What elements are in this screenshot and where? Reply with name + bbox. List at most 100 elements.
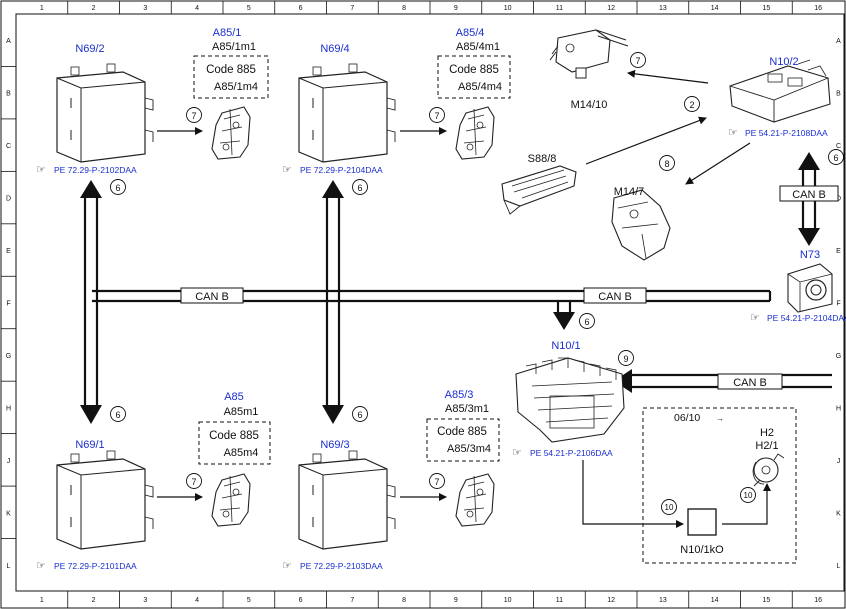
grid-column-label-bottom: 9: [454, 597, 458, 604]
grid-column-label-top: 16: [814, 5, 822, 12]
svg-text:10: 10: [665, 503, 674, 512]
grid-row-label-left: B: [6, 91, 11, 98]
marker-6: 6: [110, 406, 126, 422]
ref-text: PE 72.29-P-2102DAA: [54, 165, 137, 175]
marker-10: 10: [740, 487, 756, 503]
can-b-text: CAN B: [792, 189, 826, 201]
marker-7: 7: [186, 107, 202, 123]
label-m14-10: M14/10: [571, 99, 608, 111]
svg-text:2: 2: [689, 100, 694, 110]
svg-text:6: 6: [115, 410, 120, 420]
grid-row-label-left: K: [6, 510, 11, 517]
grid-row-label-left: J: [7, 458, 11, 465]
marker-7: 7: [429, 473, 445, 489]
svg-text:6: 6: [584, 317, 589, 327]
label-a85-4m1: A85/4m1: [456, 41, 500, 53]
label-a85: A85: [224, 391, 244, 403]
label-n10-2: N10/2: [769, 56, 798, 68]
code-box-a85-1: [193, 55, 269, 99]
control-unit-n69-1: [56, 450, 154, 550]
label-code-885: Code 885: [449, 64, 499, 76]
marker-7: 7: [630, 52, 646, 68]
svg-text:7: 7: [191, 111, 196, 121]
grid-column-label-top: 14: [711, 5, 719, 12]
grid-row-label-right: F: [836, 301, 840, 308]
ref-text: PE 72.29-P-2104DAA: [300, 165, 383, 175]
door-lock-a85-4: [455, 106, 495, 160]
grid-row-label-right: J: [837, 458, 841, 465]
label-a85-1: A85/1: [213, 27, 242, 39]
grid-column-label-top: 7: [350, 5, 354, 12]
hand-pointer-icon: ☞: [282, 560, 292, 572]
hand-pointer-icon: ☞: [728, 127, 738, 139]
ref-text: PE 54.21-P-2108DAA: [745, 128, 828, 138]
hand-pointer-icon: ☞: [282, 164, 292, 176]
label-n69-4: N69/4: [320, 43, 349, 55]
horn-h2: [752, 453, 785, 487]
actuator-m14-10: [549, 29, 629, 79]
ref-link-n73[interactable]: ☞ PE 54.21-P-2104DAA: [750, 312, 846, 324]
marker-8: 8: [659, 155, 675, 171]
ref-text: PE 54.21-P-2106DAA: [530, 448, 613, 458]
control-unit-n69-4: [298, 63, 396, 163]
grid-column-label-top: 2: [92, 5, 96, 12]
svg-text:10: 10: [744, 491, 753, 500]
grid-column-label-top: 10: [504, 5, 512, 12]
arrow-up-n10-2: [798, 152, 820, 170]
arrow-down-n69-3: [322, 405, 344, 424]
ref-link-n69-4[interactable]: ☞ PE 72.29-P-2104DAA: [282, 164, 383, 176]
grid-row-label-right: H: [836, 405, 841, 412]
reference-links: ☞ PE 72.29-P-2102DAA ☞ PE 72.29-P-2104DA…: [36, 127, 846, 572]
grid-column-label-top: 3: [143, 5, 147, 12]
control-unit-n69-3: [298, 450, 396, 550]
ref-link-n69-2[interactable]: ☞ PE 72.29-P-2102DAA: [36, 164, 137, 176]
grid-column-label-top: 12: [607, 5, 615, 12]
marker-6: 6: [352, 406, 368, 422]
ref-link-n10-1[interactable]: ☞ PE 54.21-P-2106DAA: [512, 447, 613, 459]
arrow-up-n69-2: [80, 180, 102, 198]
arrow-glyph: →: [716, 414, 724, 423]
actuator-m14-7: [611, 189, 671, 261]
grid-row-label-left: D: [6, 196, 11, 203]
ref-text: PE 72.29-P-2101DAA: [54, 561, 137, 571]
grid-column-label-bottom: 4: [195, 597, 199, 604]
label-s88-8: S88/8: [528, 153, 557, 165]
hand-pointer-icon: ☞: [512, 447, 522, 459]
labels: N69/2 N69/4 N69/1 N69/3 A85/1 A85/1m1 Co…: [75, 27, 820, 556]
grid-row-label-left: G: [6, 353, 11, 360]
grid-row-label-left: L: [7, 563, 11, 570]
grid-column-label-bottom: 15: [762, 597, 770, 604]
label-a85m1: A85m1: [224, 406, 259, 418]
ref-link-n69-3[interactable]: ☞ PE 72.29-P-2103DAA: [282, 560, 383, 572]
label-code-885: Code 885: [437, 426, 487, 438]
arrow-down-n69-1: [80, 405, 102, 424]
grid-column-label-bottom: 13: [659, 597, 667, 604]
grid-column-label-top: 8: [402, 5, 406, 12]
can-b-text: CAN B: [733, 377, 767, 389]
door-lock-a85: [211, 473, 251, 527]
marker-6: 6: [352, 179, 368, 195]
marker-7: 7: [429, 107, 445, 123]
grid-column-label-bottom: 11: [556, 597, 563, 604]
arrow-down-n73: [798, 228, 820, 246]
label-n10-1: N10/1: [551, 340, 580, 352]
arrow-up-n69-4: [322, 180, 344, 198]
can-b-label-n10-2: CAN B: [779, 185, 839, 202]
ref-link-n10-2[interactable]: ☞ PE 54.21-P-2108DAA: [728, 127, 828, 139]
control-unit-n69-2: [56, 63, 154, 163]
ref-link-n69-1[interactable]: ☞ PE 72.29-P-2101DAA: [36, 560, 137, 572]
label-06-10: 06/10: [674, 412, 700, 424]
grid-column-labels: 1122334455667788991010111112121313141415…: [40, 1, 822, 608]
ref-text: PE 54.21-P-2104DAA: [767, 313, 846, 323]
svg-text:6: 6: [357, 183, 362, 193]
grid-column-label-bottom: 14: [711, 597, 719, 604]
grid-column-label-bottom: 3: [143, 597, 147, 604]
marker-6: 6: [828, 149, 844, 165]
grid-column-label-bottom: 6: [299, 597, 303, 604]
ref-text: PE 72.29-P-2103DAA: [300, 561, 383, 571]
label-n10-1ko: N10/1kO: [680, 544, 724, 556]
svg-text:7: 7: [434, 111, 439, 121]
grid-row-label-left: E: [6, 248, 11, 255]
hand-pointer-icon: ☞: [36, 164, 46, 176]
grid-column-label-bottom: 1: [40, 597, 44, 604]
